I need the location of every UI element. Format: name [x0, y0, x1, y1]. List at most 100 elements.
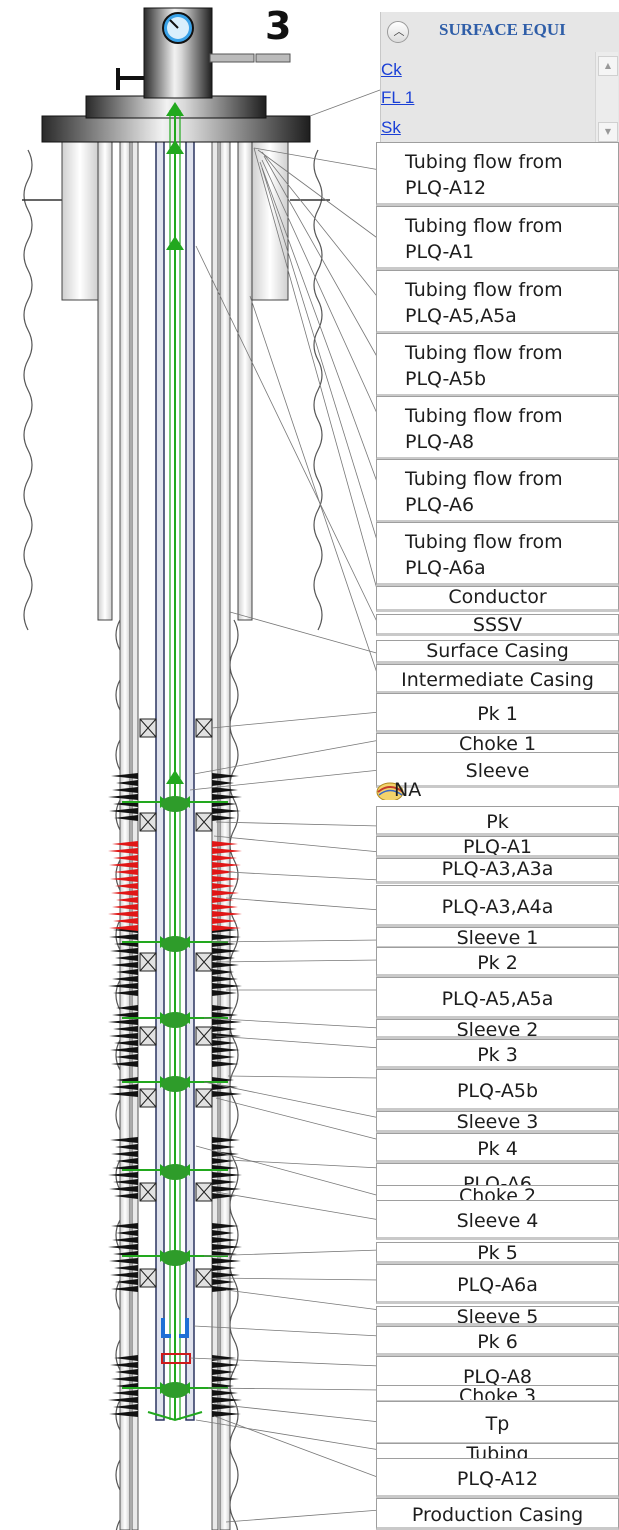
leader-line: [193, 1325, 381, 1337]
component-label[interactable]: PLQ-A3,A4a: [376, 885, 619, 927]
choke-marker-right: [179, 1318, 189, 1338]
leader-line: [309, 89, 381, 117]
tubing-flow-label-line2: PLQ-A6: [405, 494, 475, 516]
component-label[interactable]: Sleeve: [376, 752, 619, 788]
component-label[interactable]: Pk: [376, 806, 619, 836]
component-label-text: Sleeve 3: [456, 1111, 539, 1133]
component-label[interactable]: Pk 2: [376, 947, 619, 977]
component-label-text: PLQ-A5,A5a: [441, 988, 554, 1010]
scroll-down-icon[interactable]: ▼: [598, 122, 618, 142]
component-label-text: Sleeve 4: [456, 1210, 539, 1232]
wing-valve-pipe-2: [255, 53, 291, 63]
component-label[interactable]: Production Casing: [376, 1498, 619, 1530]
component-label-text: Sleeve 1: [456, 927, 539, 949]
leader-line: [227, 871, 381, 881]
leader-line: [195, 245, 381, 629]
scroll-up-icon[interactable]: ▲: [598, 56, 618, 76]
component-label[interactable]: Conductor: [376, 586, 619, 612]
surface-casing-left: [97, 139, 113, 621]
leader-line: [215, 1035, 381, 1049]
leader-line: [215, 959, 381, 963]
component-label-text: PLQ-A5b: [456, 1080, 539, 1102]
sleeve-icon: [161, 1012, 189, 1028]
sleeve-icon: [161, 936, 189, 952]
component-label[interactable]: Pk 3: [376, 1039, 619, 1069]
component-label-text: PLQ-A6a: [457, 1274, 538, 1296]
perforation-right: [212, 1355, 242, 1417]
surface-link-sk[interactable]: Sk: [381, 118, 401, 137]
component-label[interactable]: SSSV: [376, 614, 619, 636]
tubing-flow-label-line1: Tubing flow from: [405, 215, 563, 237]
component-label[interactable]: Sleeve 2: [376, 1019, 619, 1039]
leader-line: [213, 1415, 381, 1479]
component-label-text: Pk 1: [477, 703, 518, 725]
conductor-left: [61, 139, 99, 301]
component-label-text: Sleeve 2: [456, 1019, 539, 1039]
component-label[interactable]: Pk 6: [376, 1326, 619, 1356]
perforation-left: [108, 773, 138, 821]
formation-boundary-left: [23, 149, 33, 631]
component-label[interactable]: PLQ-A3,A3a: [376, 858, 619, 884]
collapse-button[interactable]: ︿: [387, 21, 409, 43]
packer-cross: [139, 1182, 157, 1202]
leader-line: [259, 161, 381, 491]
sleeve-icon: [161, 1250, 189, 1266]
packer-cross: [139, 718, 157, 738]
surface-panel-scrollbar[interactable]: ▲ ▼: [595, 52, 618, 144]
component-label[interactable]: PLQ-A1: [376, 836, 619, 858]
packer-cross: [139, 1268, 157, 1288]
perforation-right: [212, 1005, 242, 1067]
intermediate-casing-right: [219, 139, 231, 1530]
component-label-text: Choke 2: [458, 1185, 537, 1207]
tubing-flow-label-line2: PLQ-A8: [405, 431, 475, 453]
component-label-text: Sleeve 5: [456, 1306, 539, 1326]
component-label[interactable]: Sleeve 1: [376, 927, 619, 949]
component-label[interactable]: Sleeve 4: [376, 1200, 619, 1240]
component-label[interactable]: Intermediate Casing: [376, 664, 619, 694]
component-label-text: Production Casing: [411, 1504, 584, 1526]
pressure-gauge-needle: [169, 19, 179, 29]
leader-line: [249, 295, 381, 683]
leader-line: [193, 739, 381, 775]
leader-line: [253, 147, 381, 601]
leader-line: [189, 1357, 381, 1367]
component-label[interactable]: Sleeve 5: [376, 1306, 619, 1326]
perforation-left: [108, 1355, 138, 1417]
surface-link-fl1[interactable]: FL 1: [381, 88, 415, 107]
leader-line: [203, 1081, 381, 1119]
component-label[interactable]: Sleeve 3: [376, 1111, 619, 1133]
leader-line: [257, 149, 381, 241]
component-label[interactable]: Pk 4: [376, 1133, 619, 1163]
tubing-flow-label-line1: Tubing flow from: [405, 405, 563, 427]
tubing-flow-label-line1: Tubing flow from: [405, 468, 563, 490]
component-label[interactable]: Pk 5: [376, 1242, 619, 1264]
component-label[interactable]: PLQ-A6a: [376, 1264, 619, 1304]
component-label[interactable]: Tp: [376, 1401, 619, 1445]
sleeve-icon: [161, 1164, 189, 1180]
sleeve-icon: [161, 796, 189, 812]
leader-line: [225, 1509, 381, 1523]
wing-valve-pipe: [209, 53, 255, 63]
component-label-text: Pk: [486, 811, 509, 833]
component-label[interactable]: Surface Casing: [376, 640, 619, 664]
tubing-flow-label-line1: Tubing flow from: [405, 151, 563, 173]
formation-boundary-right: [313, 149, 323, 631]
bottom-flow: [147, 1411, 203, 1422]
surface-link-ck[interactable]: Ck: [381, 60, 402, 79]
component-label[interactable]: PLQ-A12: [376, 1458, 619, 1498]
perforation-left: [108, 1005, 138, 1067]
component-label[interactable]: Pk 1: [376, 693, 619, 733]
tubing-flow-label-line1: Tubing flow from: [405, 279, 563, 301]
production-casing-left: [131, 139, 139, 1530]
component-label[interactable]: PLQ-A5,A5a: [376, 977, 619, 1019]
component-label[interactable]: PLQ-A5b: [376, 1069, 619, 1111]
leader-line: [213, 835, 381, 853]
